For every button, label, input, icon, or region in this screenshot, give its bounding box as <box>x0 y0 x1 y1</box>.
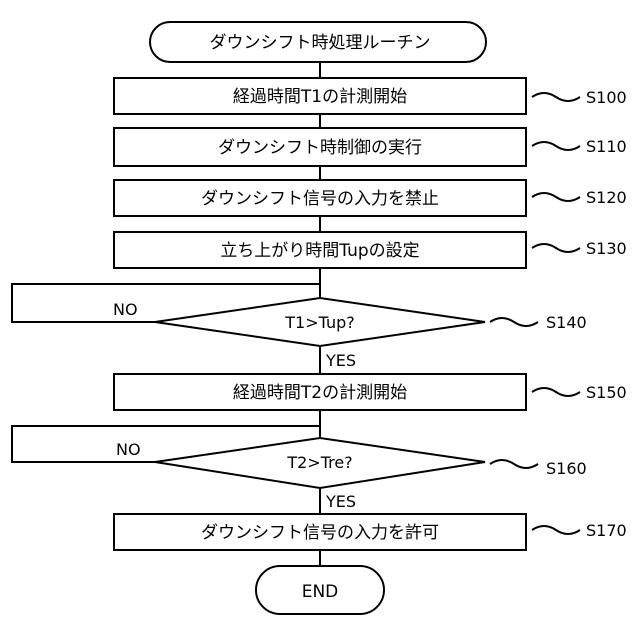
s140-ref: S140 <box>546 313 587 332</box>
start-label: ダウンシフト時処理ルーチン <box>210 33 431 53</box>
process-s120-text: ダウンシフト信号の入力を禁止 <box>201 189 439 209</box>
process-s150-text: 経過時間T2の計測開始 <box>233 383 407 403</box>
s170-ref: S170 <box>586 521 627 540</box>
s170-leader <box>532 526 580 534</box>
s130-leader <box>532 244 580 252</box>
end-label: END <box>302 582 339 602</box>
decision-s140-text: T1>Tup? <box>284 313 355 332</box>
s110-ref: S110 <box>586 137 627 156</box>
s160-yes-label: YES <box>325 492 356 511</box>
s120-leader <box>532 193 580 201</box>
s160-ref: S160 <box>546 459 587 478</box>
s120-ref: S120 <box>586 188 627 207</box>
decision-s160-text: T2>Tre? <box>286 453 352 472</box>
s140-leader <box>490 318 538 326</box>
process-s130-text: 立ち上がり時間Tupの設定 <box>220 241 419 261</box>
s110-leader <box>532 142 580 150</box>
process-s110-text: ダウンシフト時制御の実行 <box>218 138 422 158</box>
s140-no-label: NO <box>113 300 138 319</box>
s150-ref: S150 <box>586 383 627 402</box>
s160-leader <box>490 460 538 468</box>
process-s100-text: 経過時間T1の計測開始 <box>233 87 407 107</box>
s150-leader <box>532 388 580 396</box>
s130-ref: S130 <box>586 239 627 258</box>
s100-ref: S100 <box>586 88 627 107</box>
s160-no-label: NO <box>116 440 141 459</box>
s140-yes-label: YES <box>325 351 356 370</box>
s100-leader <box>532 93 580 101</box>
process-s170-text: ダウンシフト信号の入力を許可 <box>201 523 439 543</box>
